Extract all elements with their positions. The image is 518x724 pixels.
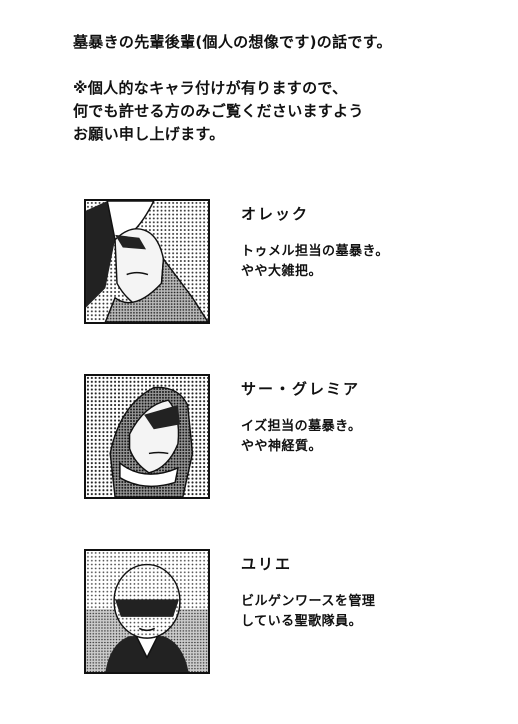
- character-portrait-3: [84, 549, 210, 674]
- character-card-1: オレック トゥメル担当の墓暴き。 やや大雑把。: [84, 199, 504, 329]
- character-card-2: サー・グレミア イズ担当の墓暴き。 やや神経質。: [84, 374, 504, 504]
- character-desc: イズ担当の墓暴き。: [241, 419, 362, 434]
- character-name: オレック: [241, 205, 310, 223]
- intro-line: お願い申し上げます。: [73, 125, 225, 143]
- character-info-2: サー・グレミア イズ担当の墓暴き。 やや神経質。: [241, 378, 501, 457]
- character-name: ユリエ: [241, 555, 293, 573]
- intro-line: ※個人的なキャラ付けが有りますので、: [73, 79, 348, 97]
- character-info-3: ユリエ ビルゲンワースを管理 している聖歌隊員。: [241, 553, 501, 632]
- character-desc: やや大雑把。: [241, 264, 323, 279]
- character-name: サー・グレミア: [241, 380, 361, 398]
- character-desc: トゥメル担当の墓暴き。: [241, 244, 389, 259]
- character-desc: やや神経質。: [241, 439, 323, 454]
- character-card-3: ユリエ ビルゲンワースを管理 している聖歌隊員。: [84, 549, 504, 679]
- character-desc: ビルゲンワースを管理: [241, 594, 376, 609]
- character-info-1: オレック トゥメル担当の墓暴き。 やや大雑把。: [241, 203, 501, 282]
- intro-line: 何でも許せる方のみご覧くださいますよう: [73, 102, 364, 120]
- intro-line: 墓暴きの先輩後輩(個人の想像です)の話です。: [73, 33, 392, 51]
- intro-text: 墓暴きの先輩後輩(個人の想像です)の話です。 ※個人的なキャラ付けが有りますので…: [73, 31, 503, 146]
- character-desc: している聖歌隊員。: [241, 614, 363, 629]
- character-portrait-2: [84, 374, 210, 499]
- character-portrait-1: [84, 199, 210, 324]
